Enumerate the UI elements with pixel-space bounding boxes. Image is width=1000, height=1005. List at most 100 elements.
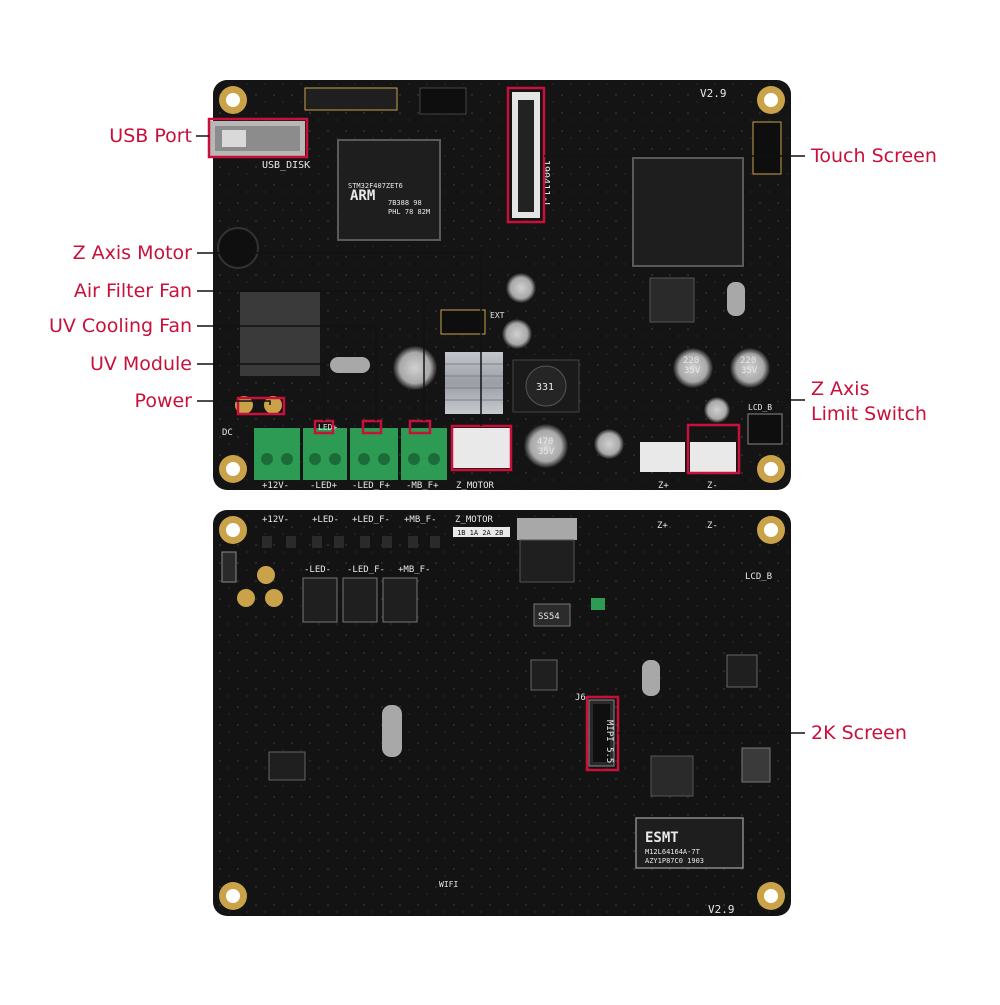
label-z-axis-limit-line1: Z Axis <box>811 378 870 400</box>
leader-air-filter <box>197 290 425 421</box>
svg-text:-LED-: -LED- <box>304 565 331 575</box>
terminal-blocks: +12V- -LED+ -LED_F+ -MB_F+ LED+ <box>254 423 447 491</box>
bottom-power-pads <box>221 551 283 607</box>
leader-z-motor <box>197 252 482 426</box>
mcu-chip: ARM STM32F407ZET6 PHL 78 82M 7B388 98 <box>337 139 441 241</box>
mounting-holes-bottom <box>219 516 785 910</box>
label-uv-cooling-fan: UV Cooling Fan <box>48 315 192 337</box>
fuse <box>591 598 605 610</box>
svg-text:Z_MOTOR: Z_MOTOR <box>456 481 495 491</box>
leader-uv-module <box>197 363 325 421</box>
label-usb-port: USB Port <box>109 125 192 147</box>
label-z-axis-limit-line2: Limit Switch <box>811 403 927 425</box>
crystal-bottom-2 <box>642 660 660 696</box>
limit-connectors: Z+ Z- LCD_B <box>640 403 783 491</box>
board-top: USB_DISK ARM STM32F407ZET6 PHL 78 82M 7B… <box>210 80 791 491</box>
label-touch-screen: Touch Screen <box>811 145 937 167</box>
svg-text:WIFI: WIFI <box>439 880 458 889</box>
svg-text:-LED_F-: -LED_F- <box>347 565 385 575</box>
bottom-ic-mid <box>530 659 558 691</box>
label-air-filter-fan: Air Filter Fan <box>73 280 192 302</box>
mosfets: -LED- -LED_F- +MB_F- <box>302 565 431 623</box>
svg-text:35V: 35V <box>741 366 758 376</box>
mounting-holes-top <box>219 86 785 483</box>
board-bottom: +12V- +LED- +LED_F- +MB_F- Z_MOTOR 1B 1A… <box>213 510 791 916</box>
svg-text:1B 1A 2A 2B: 1B 1A 2A 2B <box>457 529 503 537</box>
label-2k-screen: 2K Screen <box>811 722 907 744</box>
voltage-regulator <box>517 518 577 583</box>
leader-lines <box>196 135 805 734</box>
inductor: 331 <box>512 359 580 413</box>
svg-text:+LED_F-: +LED_F- <box>352 515 390 525</box>
crystal-2 <box>727 282 745 316</box>
svg-text:220: 220 <box>683 356 699 366</box>
svg-text:Z+: Z+ <box>657 521 668 531</box>
ss54-diode <box>533 603 571 627</box>
buzzer <box>217 227 259 269</box>
leader-power <box>197 400 271 405</box>
usb-disk-silk: USB_DISK <box>262 160 310 171</box>
svg-text:Z-: Z- <box>707 521 718 531</box>
ext-header <box>440 309 486 335</box>
magjack <box>240 292 320 376</box>
z-limit-box <box>686 423 741 475</box>
svg-text:190411-L: 190411-L <box>540 160 551 208</box>
pin-headers-top <box>304 87 782 175</box>
crystal-bottom <box>382 705 402 757</box>
svg-text:Z-: Z- <box>707 481 718 491</box>
svg-text:+12V-: +12V- <box>262 481 289 491</box>
bottom-inductor <box>741 747 771 783</box>
mipi-connector: J6 MIPI 5.5 <box>575 693 615 767</box>
air-filter-box <box>408 419 432 435</box>
svg-text:+12V-: +12V- <box>262 515 289 525</box>
svg-text:-LED+: -LED+ <box>310 481 338 491</box>
svg-text:MIPI 5.5: MIPI 5.5 <box>604 720 614 763</box>
svg-text:7B388 98: 7B388 98 <box>388 199 422 207</box>
usb-port-box <box>207 117 309 159</box>
z-motor-connector: Z_MOTOR <box>453 428 510 491</box>
svg-text:EXT: EXT <box>490 311 505 320</box>
ram-chip: ESMT M12L64164A-7T AZY1P87C0 1903 <box>635 817 744 869</box>
svg-text:J6: J6 <box>575 693 586 703</box>
label-uv-module: UV Module <box>89 353 192 375</box>
svg-text:+LED-: +LED- <box>312 515 339 525</box>
svg-text:Z+: Z+ <box>658 481 669 491</box>
svg-text:ARM: ARM <box>350 188 375 204</box>
bottom-ic-right <box>726 654 758 688</box>
uv-cooling-box <box>361 419 383 435</box>
bottom-top-silk: +12V- +LED- +LED_F- +MB_F- Z_MOTOR 1B 1A… <box>262 515 510 537</box>
svg-text:AZY1P87C0 1903: AZY1P87C0 1903 <box>645 857 704 865</box>
svg-text:470: 470 <box>537 437 553 447</box>
capacitors-top: 220 35V 220 35V 470 35V <box>393 273 770 468</box>
svg-text:+MB_F-: +MB_F- <box>398 565 431 575</box>
bottom-small-chip <box>650 755 694 797</box>
touch-fpc-connector: 190411-L <box>512 92 551 218</box>
svg-text:220: 220 <box>740 356 756 366</box>
svg-text:LED+: LED+ <box>318 423 337 432</box>
label-z-axis-motor: Z Axis Motor <box>72 242 192 264</box>
crystal <box>330 357 370 373</box>
svg-text:V2.9: V2.9 <box>708 903 735 916</box>
svg-text:-LED_F+: -LED_F+ <box>352 481 391 491</box>
svg-text:STM32F407ZET6: STM32F407ZET6 <box>348 182 403 190</box>
svg-text:LCD_B: LCD_B <box>748 403 772 412</box>
bottom-pads-row <box>262 536 440 548</box>
heatsink <box>445 352 503 414</box>
label-power: Power <box>134 390 192 412</box>
svg-text:ESMT: ESMT <box>645 830 679 846</box>
svg-text:Z_MOTOR: Z_MOTOR <box>455 515 494 525</box>
power-box <box>236 396 286 416</box>
svg-text:V2.9: V2.9 <box>700 87 727 100</box>
svg-text:PHL 78 82M: PHL 78 82M <box>388 208 430 216</box>
touch-screen-box <box>506 86 546 224</box>
usb-port: USB_DISK <box>210 121 310 171</box>
small-chip <box>649 277 695 323</box>
svg-text:35V: 35V <box>684 366 701 376</box>
svg-text:35V: 35V <box>538 447 555 457</box>
svg-text:331: 331 <box>536 382 554 393</box>
svg-text:M12L64164A-7T: M12L64164A-7T <box>645 848 701 856</box>
svg-text:SS54: SS54 <box>538 612 560 622</box>
bottom-ic-left <box>268 751 306 781</box>
